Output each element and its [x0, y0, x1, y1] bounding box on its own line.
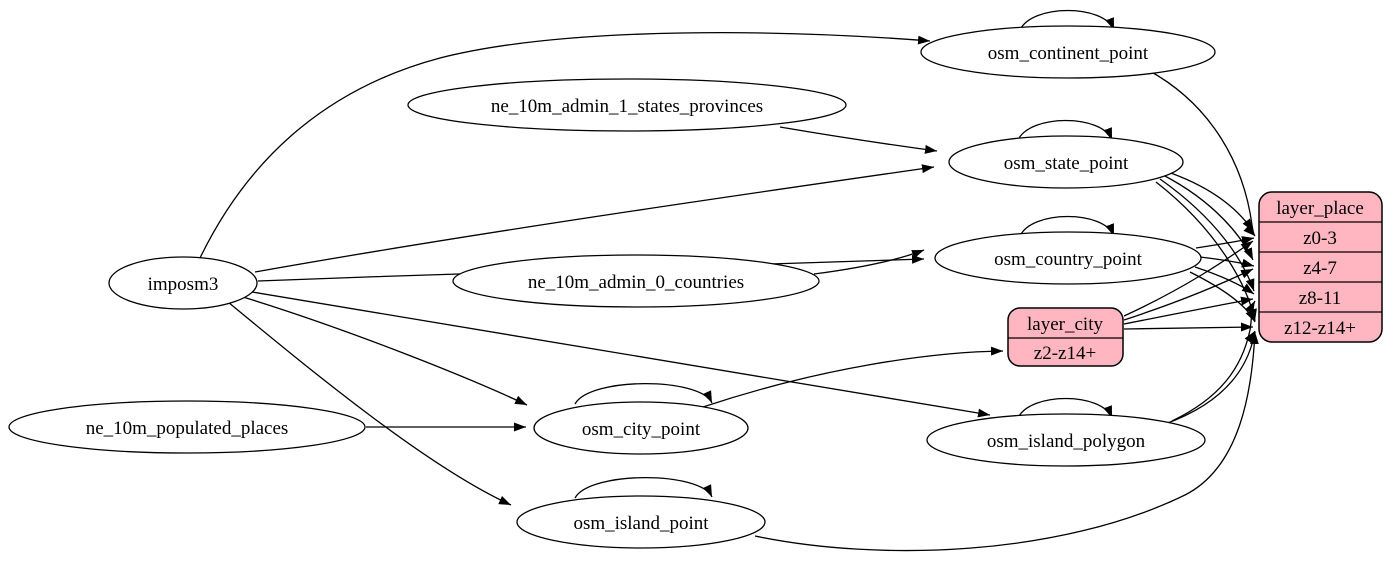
edge-osm_state_point-layer_place-z8-11 [1159, 178, 1255, 292]
edge-self-loop-osm_country_point [1019, 215, 1115, 237]
edge-imposm3-osm_continent_point [199, 32, 931, 259]
edge-layer_city-layer_place-z4-7 [1123, 268, 1254, 321]
ne_10m_admin_0_countries-ellipse [452, 254, 820, 308]
node-osm_continent_point: osm_continent_point [920, 25, 1216, 79]
edge-osm_city_point-layer_city [702, 346, 1004, 408]
osm_state_point-ellipse [948, 135, 1184, 189]
edge-imposm3-osm_city_point [242, 296, 528, 406]
node-osm_country_point: osm_country_point [934, 231, 1202, 285]
node-osm_island_polygon: osm_island_polygon [926, 413, 1206, 467]
layer_city-row-z2-z14: z2-z14+ [1034, 343, 1096, 364]
osm_city_point-label: osm_city_point [582, 419, 701, 440]
osm_island_point-label: osm_island_point [573, 513, 709, 534]
layer_place-row-z12-z14: z12-z14+ [1284, 318, 1356, 339]
node-osm_state_point: osm_state_point [948, 135, 1184, 189]
osm_island_point-ellipse [516, 495, 766, 549]
ne_10m_admin_0_countries-label: ne_10m_admin_0_countries [528, 272, 744, 293]
edge-ne_10m_admin_1_states_provinces-osm_state_point [779, 126, 938, 154]
node-osm_island_point: osm_island_point [516, 495, 766, 549]
edge-imposm3-osm_island_polygon [251, 291, 991, 418]
imposm3-label: imposm3 [148, 274, 219, 295]
ne_10m_populated_places-ellipse [8, 400, 366, 454]
edge-self-loop-osm_continent_point [1019, 9, 1115, 31]
edge-self-loop-osm_island_point [574, 476, 713, 499]
record-layer_city: layer_city z2-z14+ [1007, 307, 1124, 367]
edge-self-loop-osm_island_polygon [1017, 397, 1113, 419]
edge-osm_state_point-layer_place-z0-3 [1164, 170, 1254, 232]
edge-osm_island_polygon-layer_place-z8-11 [1171, 300, 1256, 422]
edge-osm_island_polygon-layer_place-z12-z14 [1164, 330, 1256, 425]
edge-osm_island_point-layer_place-z12-z14 [754, 331, 1259, 552]
osm_country_point-label: osm_country_point [994, 249, 1142, 270]
osm_continent_point-ellipse [920, 25, 1216, 79]
layer_place-header: layer_place [1276, 198, 1364, 219]
edge-osm_country_point-layer_place-z4-7 [1199, 256, 1255, 268]
imposm3-ellipse [108, 256, 258, 310]
edge-layer_city-layer_place-z12-z14 [1123, 322, 1254, 332]
ne_10m_admin_1_states_provinces-label: ne_10m_admin_1_states_provinces [491, 96, 763, 117]
layer_place-row-z8-11: z8-11 [1299, 288, 1342, 309]
edge-ne_10m_admin_0_countries-osm_country_point [813, 249, 925, 275]
edge-self-loop-osm_state_point [1017, 119, 1113, 141]
layer_place-box [1258, 191, 1383, 343]
layer_city-header: layer_city [1027, 314, 1103, 335]
node-ne_10m_populated_places: ne_10m_populated_places [8, 400, 366, 454]
layer_place-row-z0-3: z0-3 [1303, 228, 1337, 249]
record-layer_place: layer_place z0-3 z4-7 z8-11 z12-z14+ [1258, 191, 1383, 343]
ne_10m_admin_1_states_provinces-ellipse [407, 78, 847, 132]
edge-osm_country_point-layer_place-z12-z14 [1189, 271, 1256, 323]
edge-imposm3-osm_state_point [254, 164, 935, 273]
edge-osm_continent_point-layer_place-z0-3 [1147, 69, 1256, 237]
ne_10m_populated_places-label: ne_10m_populated_places [86, 418, 289, 439]
osm_state_point-label: osm_state_point [1004, 153, 1129, 174]
edge-self-loop-osm_city_point [574, 382, 713, 405]
edge-osm_country_point-layer_place-z0-3 [1195, 236, 1255, 249]
node-imposm3: imposm3 [108, 256, 258, 310]
layer_city-box [1007, 307, 1124, 367]
edge-osm_country_point-layer_place-z8-11 [1194, 266, 1255, 295]
edge-layer_city-layer_place-z8-11 [1123, 296, 1254, 325]
edge-osm_state_point-layer_place-z4-7 [1162, 174, 1254, 261]
osm_continent_point-label: osm_continent_point [988, 43, 1149, 64]
node-ne_10m_admin_1_states_provinces: ne_10m_admin_1_states_provinces [407, 78, 847, 132]
layer_place-row-z4-7: z4-7 [1303, 258, 1337, 279]
osm_city_point-ellipse [533, 401, 749, 455]
osm_island_polygon-label: osm_island_polygon [987, 431, 1146, 452]
edge-imposm3-osm_island_point [227, 301, 512, 506]
node-ne_10m_admin_0_countries: ne_10m_admin_0_countries [452, 254, 820, 308]
node-osm_city_point: osm_city_point [533, 401, 749, 455]
osm_country_point-ellipse [934, 231, 1202, 285]
osm_island_polygon-ellipse [926, 413, 1206, 467]
edge-layer_city-layer_place-z0-3 [1123, 240, 1254, 317]
